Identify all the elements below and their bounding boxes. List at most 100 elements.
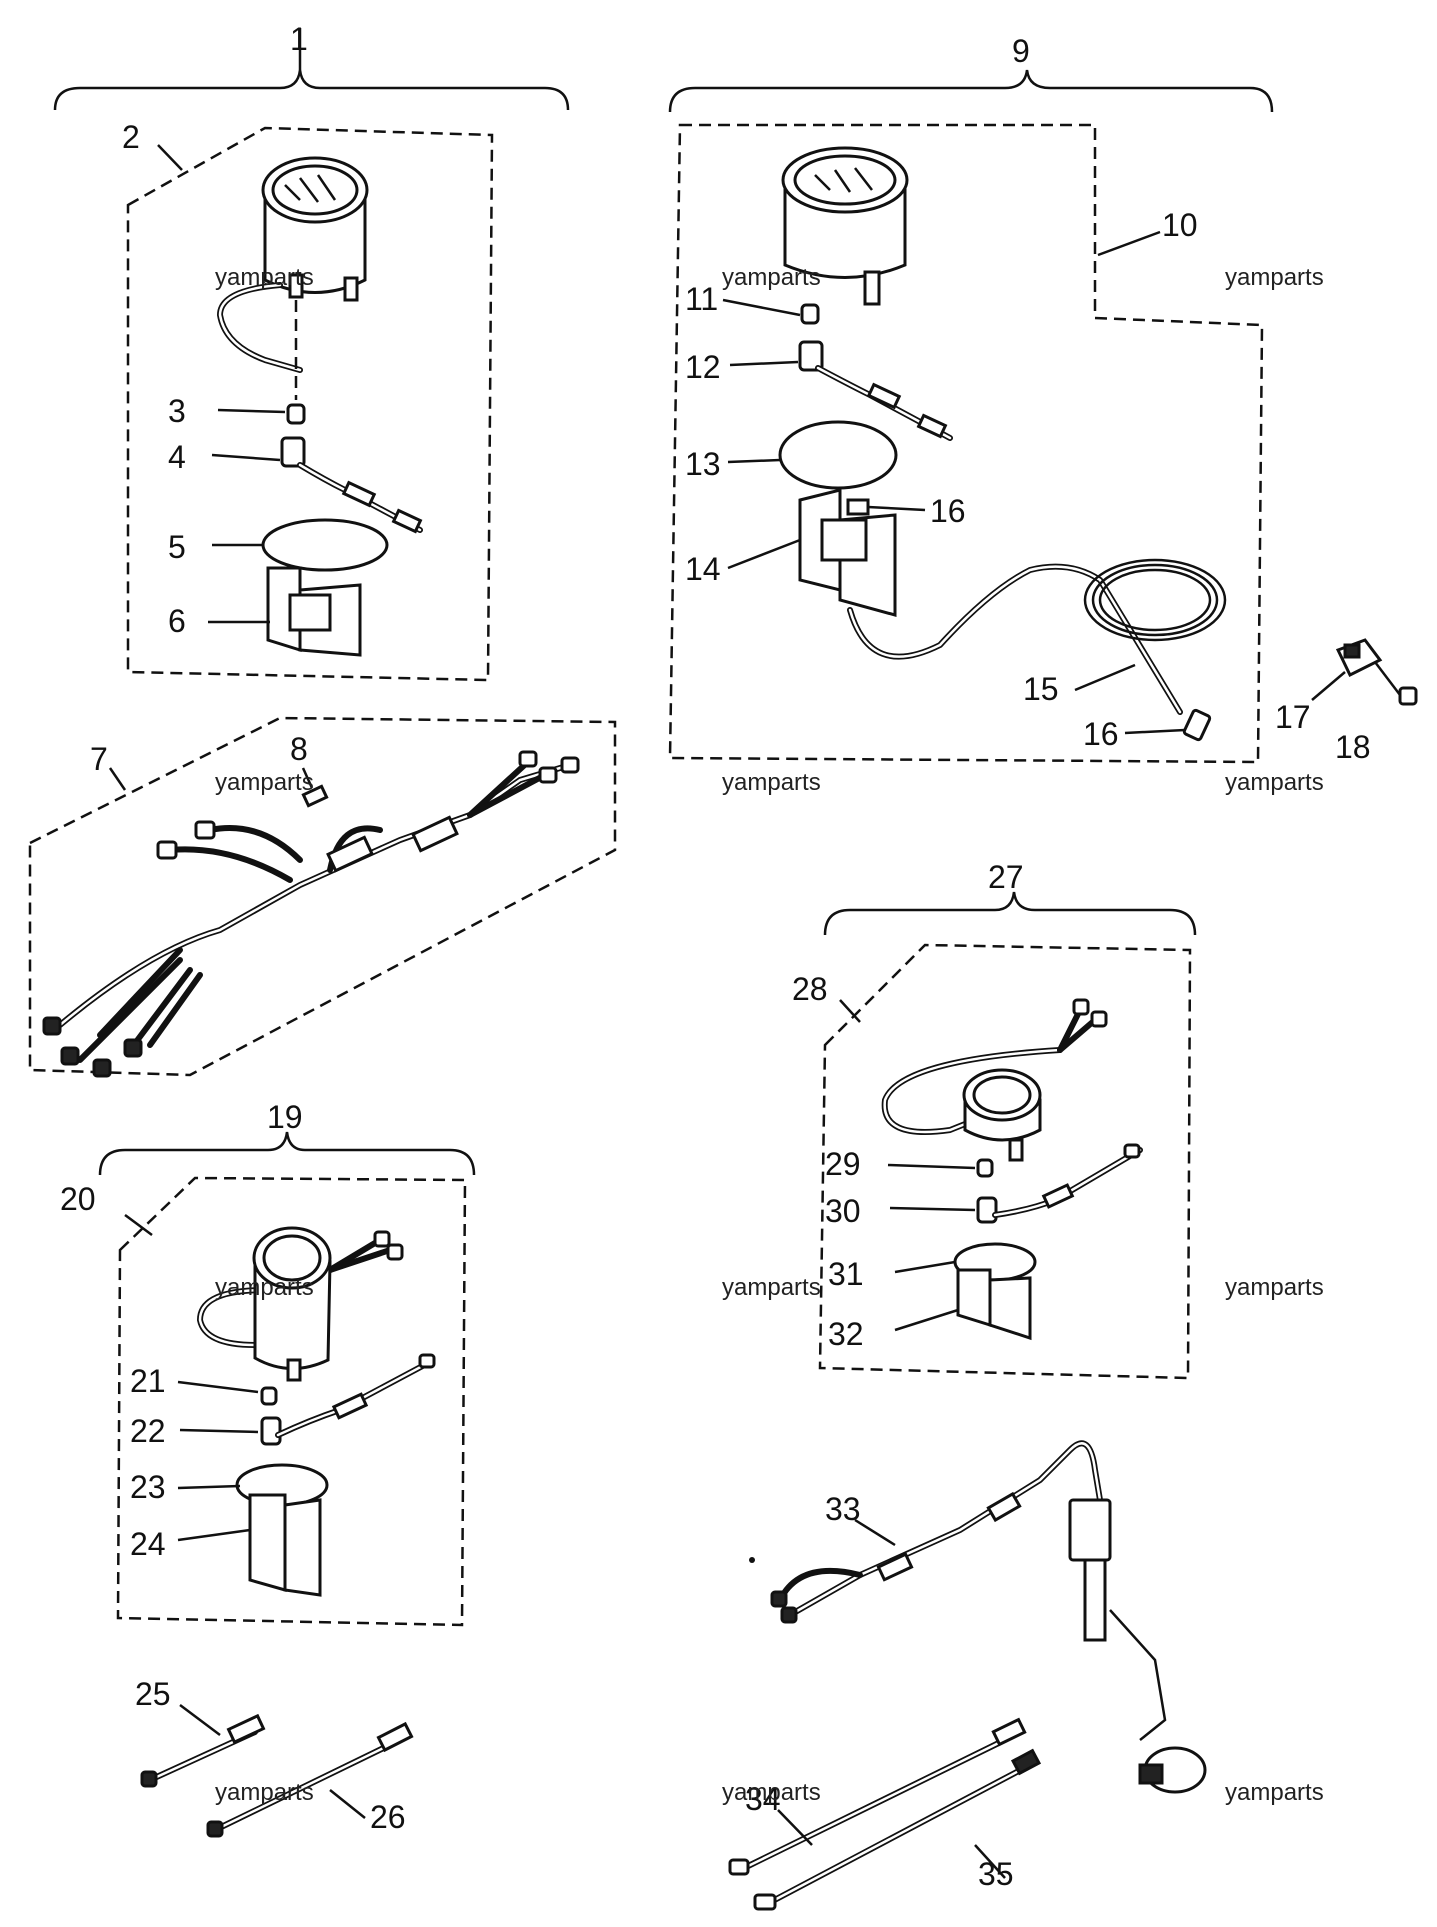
part-13-ring [778,420,898,490]
callout-16-a: 16 [930,493,966,529]
callout-35: 35 [978,1856,1014,1892]
speck-dot [749,1557,755,1563]
leader-28 [839,999,861,1023]
watermark-text: yamparts [1225,1274,1324,1301]
bracket-1 [53,69,570,111]
callout-11: 11 [685,281,718,317]
leader-2 [157,144,183,171]
part-4-socket [280,436,423,534]
part-5-ring [261,518,389,572]
callout-21: 21 [130,1363,166,1399]
leader-16a [867,505,926,512]
watermark-text: yamparts [215,264,314,291]
leader-35 [974,1844,1006,1879]
callout-26: 26 [370,1799,406,1835]
leader-29 [887,1163,976,1170]
box-7 [28,716,617,1077]
part-29-bulb [976,1158,994,1178]
part-16-nozzle-b [1182,708,1212,742]
callout-16-b: 16 [1083,716,1119,752]
part-8-clip [301,784,329,808]
watermark-text: yamparts [215,1274,314,1301]
leader-23 [177,1484,241,1490]
part-14-holder [798,488,897,617]
part-15-pitot-tube [847,558,1227,715]
watermark-text: yamparts [722,1274,821,1301]
callout-13: 13 [685,446,721,482]
leader-16b [1124,728,1186,735]
part-24-holder [248,1493,322,1597]
leader-22 [179,1428,259,1434]
callout-14: 14 [685,551,721,587]
watermark-text: yamparts [1225,1779,1324,1806]
leader-34 [777,1809,813,1846]
box-2 [126,126,494,682]
watermark-text: yamparts [215,1779,314,1806]
leader-32 [894,1308,959,1332]
part-25-cable [140,1713,266,1788]
leader-15 [1074,663,1136,692]
leader-20 [124,1213,153,1237]
part-17-fitting [1335,638,1383,678]
callout-24: 24 [130,1526,166,1562]
callout-2: 2 [122,119,140,155]
watermark-text: yamparts [215,769,314,796]
leader-3 [217,408,286,414]
part-6-holder [266,566,362,657]
watermark-text: yamparts [1225,264,1324,291]
part-21-bulb [260,1386,278,1406]
part-3-bulb [286,403,306,425]
watermark-text: yamparts [722,1779,821,1806]
part-32-holder [956,1268,1032,1341]
callout-29: 29 [825,1146,861,1182]
callout-8: 8 [290,731,308,767]
leader-30 [889,1206,976,1212]
bracket-9 [668,69,1274,113]
part-18-screw [1398,686,1418,706]
callout-12: 12 [685,349,721,385]
meter-gauge-2 [261,156,369,302]
callout-31: 31 [828,1256,864,1292]
leader-7 [108,767,127,791]
leader-31 [894,1260,956,1274]
leader-11 [722,298,801,317]
leader-25 [179,1704,221,1736]
callout-9: 9 [1012,33,1030,69]
callout-3: 3 [168,393,186,429]
callout-15: 15 [1023,671,1059,707]
meter-gauge-20 [196,1226,404,1382]
leader-12 [729,360,799,367]
part-34-cable [728,1717,1027,1876]
callout-20: 20 [60,1181,96,1217]
callout-1: 1 [290,21,308,57]
callout-30: 30 [825,1193,861,1229]
callout-28: 28 [792,971,828,1007]
part-33-trim-sender [770,1440,1207,1794]
callout-19: 19 [267,1099,303,1135]
leader-4 [211,453,281,462]
watermark-text: yamparts [722,264,821,291]
callout-5: 5 [168,529,186,565]
callout-4: 4 [168,439,186,475]
callout-32: 32 [828,1316,864,1352]
leader-10 [1097,230,1161,257]
part-11-bulb [800,303,820,325]
callout-18: 18 [1335,729,1371,765]
leader-24 [177,1528,251,1542]
part-26-cable [206,1721,414,1838]
part-22-socket [260,1353,436,1446]
leader-33 [854,1518,896,1547]
meter-gauge-10 [781,146,909,306]
bracket-27 [823,891,1197,936]
callout-27: 27 [988,859,1024,895]
leader-8 [301,767,314,789]
watermark-text: yamparts [722,769,821,796]
callout-6: 6 [168,603,186,639]
callout-25: 25 [135,1676,171,1712]
part-30-socket [976,1143,1143,1224]
part-35-cable [753,1748,1042,1911]
box-28 [818,943,1192,1380]
part-16-clip-a [846,498,870,516]
